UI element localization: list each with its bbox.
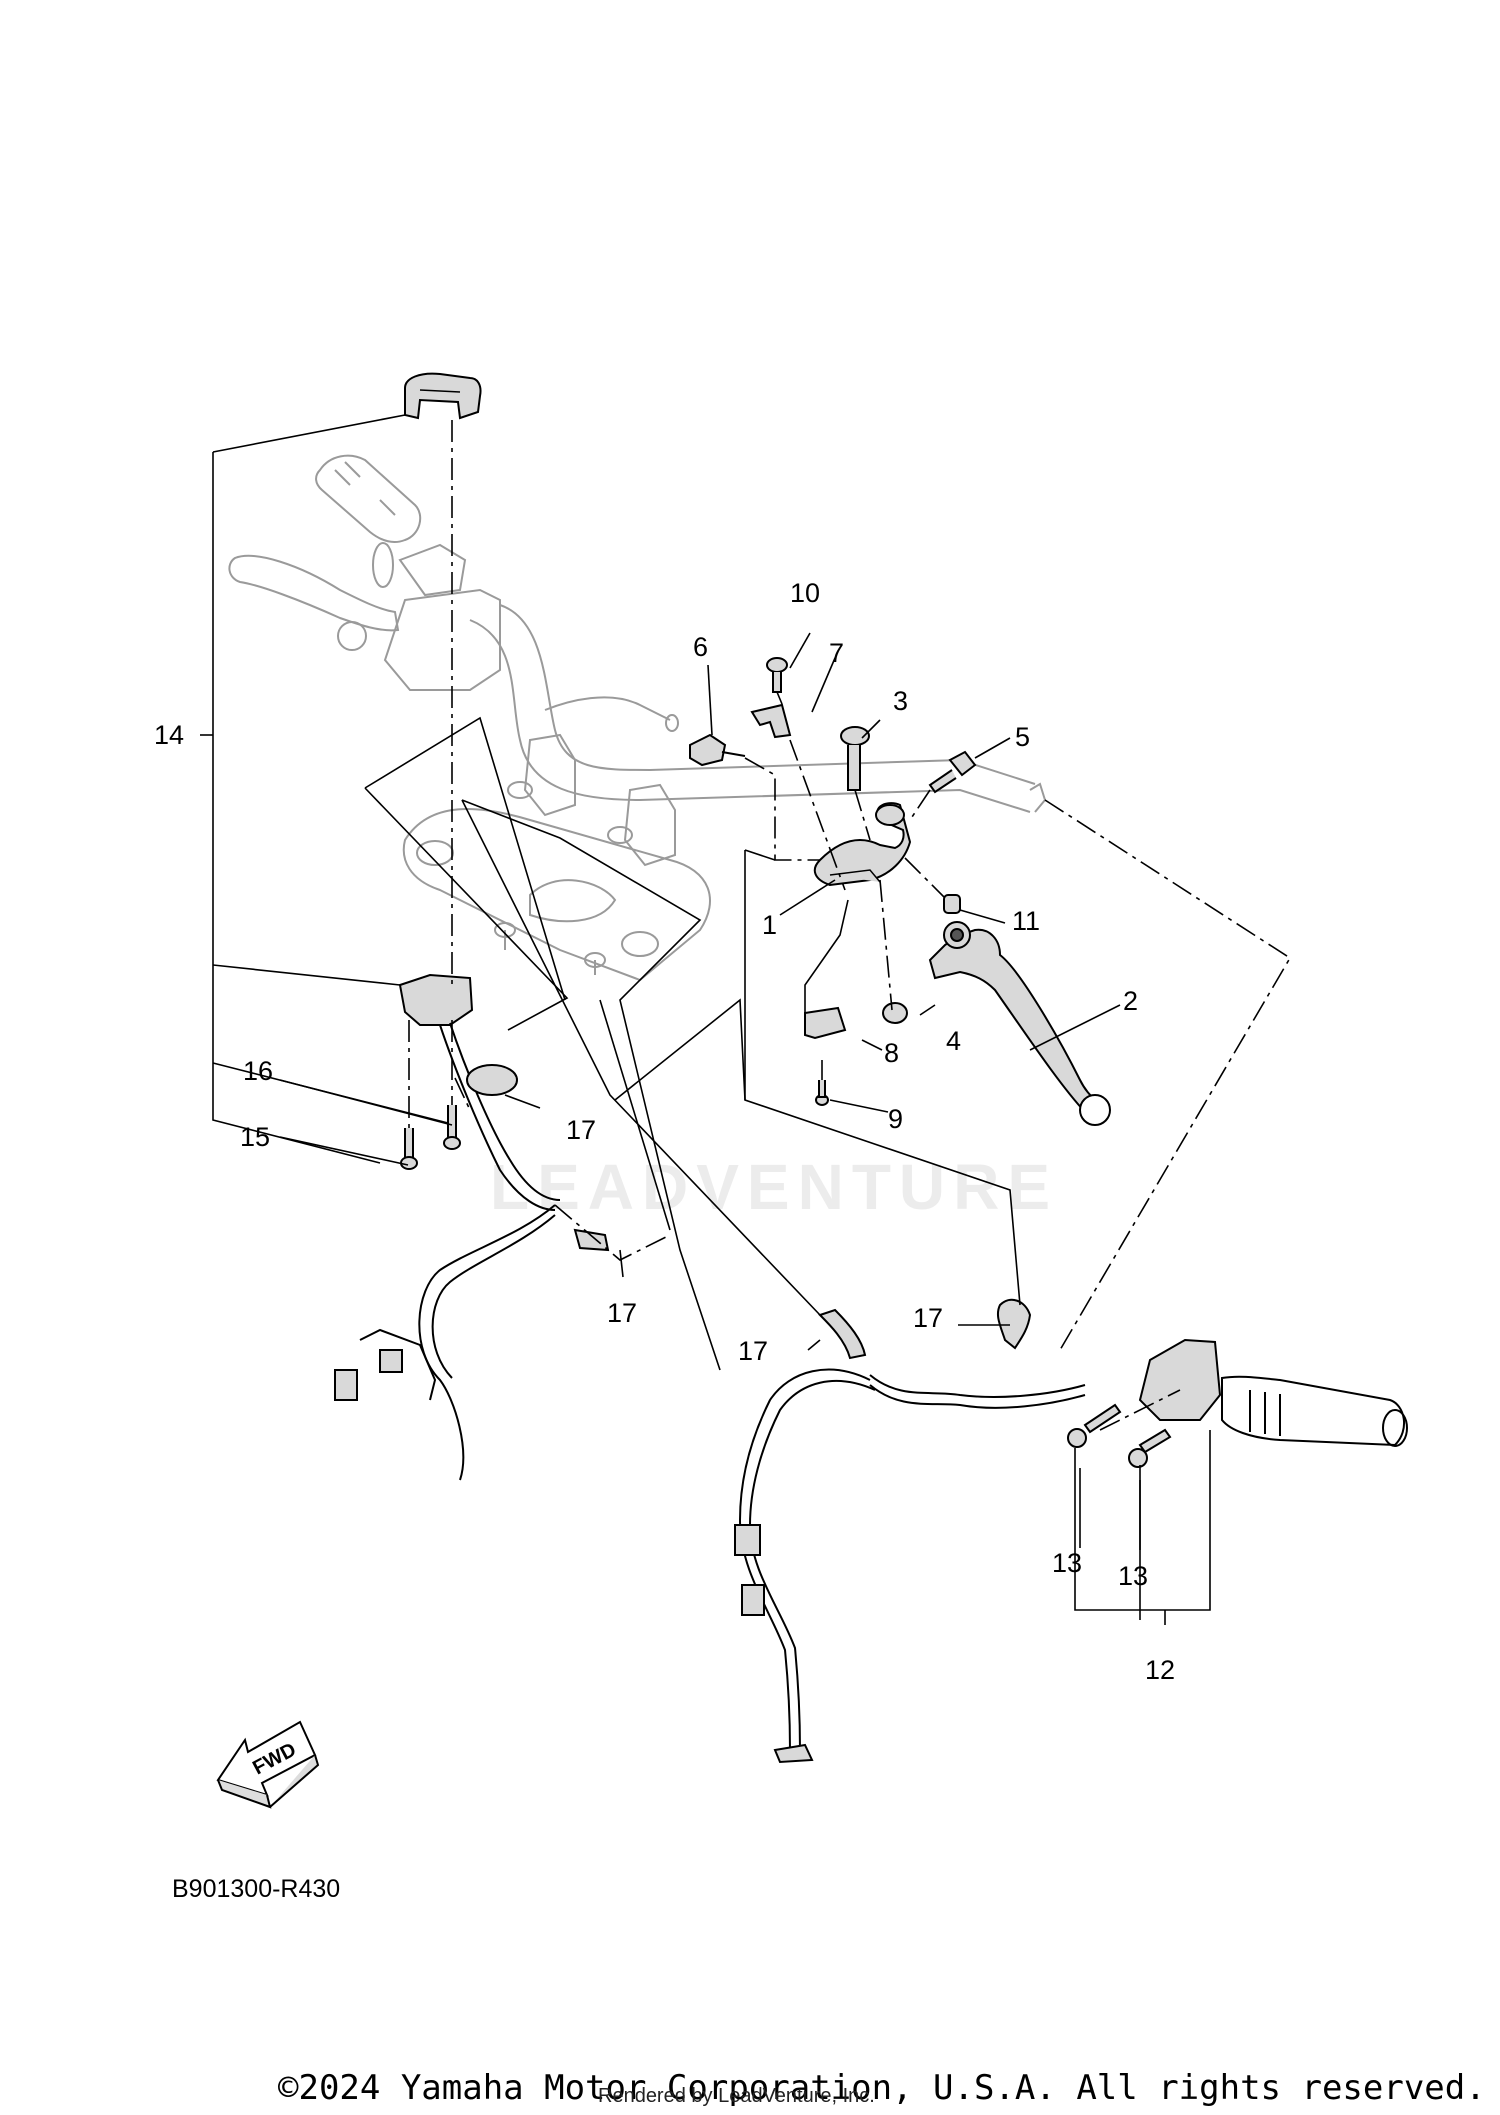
callout-4: 4 <box>946 1026 962 1056</box>
group-outline-lines <box>200 414 1211 1625</box>
part-5-bolt <box>928 750 977 794</box>
callout-7: 7 <box>829 638 845 668</box>
part-6-adjuster <box>689 733 746 767</box>
diagram-code: B901300-R430 <box>172 1875 341 1903</box>
callout-1: 1 <box>762 910 778 940</box>
callout-15: 15 <box>240 1122 271 1152</box>
callout-17c: 17 <box>738 1336 769 1366</box>
part-7-bracket <box>750 703 792 739</box>
callout-16: 16 <box>243 1056 274 1086</box>
right-wire-harness <box>734 1368 1086 1764</box>
part-8-switch <box>804 1006 847 1040</box>
callout-11: 11 <box>1012 906 1041 936</box>
callout-17b: 17 <box>607 1298 638 1328</box>
callout-17a: 17 <box>566 1115 597 1145</box>
handlebar-background <box>228 454 1047 982</box>
part-2-clutch-lever <box>928 921 1111 1126</box>
part-1-clutch-perch <box>813 802 912 887</box>
part-16-screw <box>443 1105 461 1150</box>
callout-17d: 17 <box>913 1303 944 1333</box>
copyright-notice: ©2024 Yamaha Motor Corporation, U.S.A. A… <box>278 2068 1486 2108</box>
part-14-left-switch <box>334 973 561 1481</box>
assembly-guide-lines <box>408 420 1292 1431</box>
part-3-pivot-bolt <box>840 726 870 791</box>
part-13-screws <box>1067 1403 1172 1468</box>
callout-13a: 13 <box>1052 1548 1083 1578</box>
callout-9: 9 <box>888 1104 904 1134</box>
part-4-nut <box>882 1002 908 1024</box>
callout-8: 8 <box>884 1038 900 1068</box>
callout-2: 2 <box>1123 986 1139 1016</box>
watermark: LEADVENTURE <box>490 1151 1059 1223</box>
callout-14: 14 <box>154 720 185 750</box>
part-17-band <box>466 1064 1032 1360</box>
part-10-screw <box>766 657 788 693</box>
part-11-pin <box>943 894 961 914</box>
part-14-left-switch-top <box>404 372 482 420</box>
part-12-right-switch <box>1138 1338 1408 1447</box>
part-9-screw <box>815 1080 829 1106</box>
callout-10: 10 <box>790 578 821 608</box>
fwd-arrow-icon <box>216 1720 320 1809</box>
rendered-by-notice: Rendered by LeadVenture, Inc. <box>598 2085 875 2107</box>
callout-3: 3 <box>893 686 909 716</box>
callout-13b: 13 <box>1118 1561 1149 1591</box>
part-15-screw <box>400 1128 418 1170</box>
callout-12: 12 <box>1145 1655 1176 1685</box>
callout-5: 5 <box>1015 722 1031 752</box>
callout-6: 6 <box>693 632 709 662</box>
